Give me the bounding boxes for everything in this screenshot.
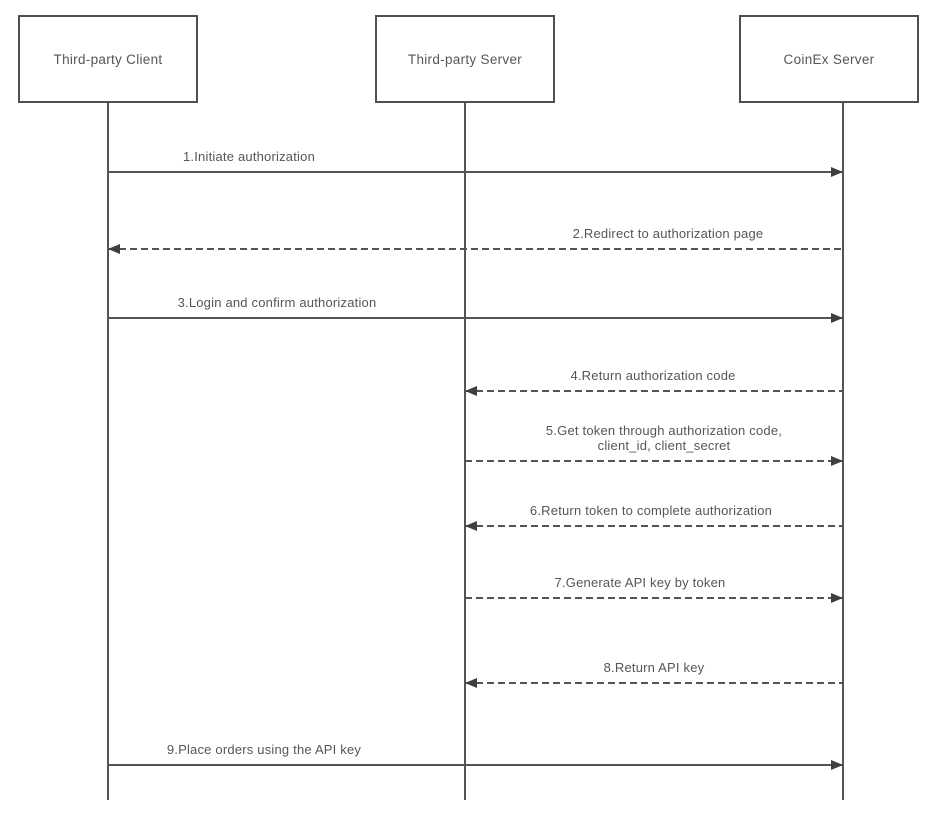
message-label: 7.Generate API key by token [554,575,726,590]
message-line [465,460,843,462]
message-line [108,764,843,766]
actor-label: Third-party Client [53,51,163,67]
actor-box-coinex-server: CoinEx Server [739,15,919,103]
message-label: 2.Redirect to authorization page [572,226,764,241]
actor-label: CoinEx Server [783,51,875,67]
message-line [465,597,843,599]
message-line [108,171,843,173]
arrowhead-icon [831,760,843,770]
message-label: 3.Login and confirm authorization [177,295,377,310]
message-line [108,248,843,250]
lifeline-coinex-server [842,101,844,800]
arrowhead-icon [465,678,477,688]
arrowhead-icon [108,244,120,254]
actor-box-third-party-server: Third-party Server [375,15,555,103]
actor-label: Third-party Server [407,51,523,67]
arrowhead-icon [831,456,843,466]
arrowhead-icon [831,167,843,177]
arrowhead-icon [465,521,477,531]
message-label: 8.Return API key [603,660,705,675]
message-label: 5.Get token through authorization code, … [545,423,783,453]
message-line [465,390,843,392]
arrowhead-icon [831,593,843,603]
message-line [465,525,843,527]
message-line [108,317,843,319]
arrowhead-icon [465,386,477,396]
message-label: 1.Initiate authorization [183,149,315,164]
arrowhead-icon [831,313,843,323]
message-label: 9.Place orders using the API key [166,742,362,757]
message-line [465,682,843,684]
actor-box-third-party-client: Third-party Client [18,15,198,103]
message-label: 4.Return authorization code [570,368,736,383]
message-label: 6.Return token to complete authorization [529,503,773,518]
lifeline-third-party-server [464,101,466,800]
lifeline-third-party-client [107,101,109,800]
